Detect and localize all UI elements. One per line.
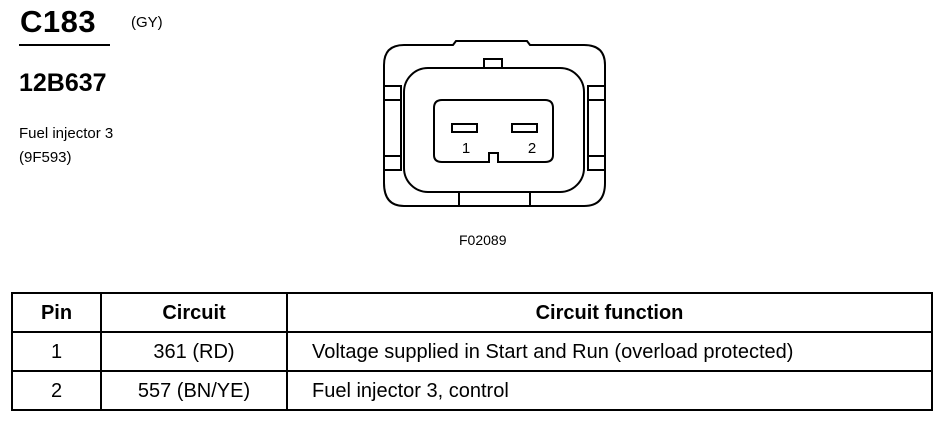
component-name: Fuel injector 3 [19, 125, 114, 142]
component-code: (9F593) [19, 149, 72, 166]
circuit-cell: 557 (BN/YE) [100, 370, 288, 411]
connector-right-guide-inner [587, 99, 606, 157]
pin-2-terminal [511, 123, 538, 133]
part-number: 12B637 [19, 69, 107, 97]
connector-pin-cavity [433, 99, 554, 163]
connector-latch-tab [483, 58, 503, 69]
circuit-cell: 361 (RD) [100, 331, 288, 372]
pin-cell: 2 [11, 370, 102, 411]
connector-outer-housing [383, 40, 606, 207]
connector-inner-housing [403, 67, 585, 193]
pin-cell: 1 [11, 331, 102, 372]
connector-left-guide-inner [383, 99, 402, 157]
circuit-column-header: Circuit [100, 292, 288, 333]
figure-id: F02089 [459, 232, 507, 248]
connector-left-guide-outer [383, 85, 402, 171]
table-row: 1 361 (RD) Voltage supplied in Start and… [11, 331, 933, 372]
table-row: 2 557 (BN/YE) Fuel injector 3, control [11, 370, 933, 411]
pin-column-header: Pin [11, 292, 102, 333]
connector-color: (GY) [131, 14, 163, 31]
function-column-header: Circuit function [286, 292, 933, 333]
connector-id-underline [19, 44, 110, 46]
connector-face-diagram: 1 2 [383, 40, 606, 207]
pin-table-header-row: Pin Circuit Circuit function [11, 292, 933, 333]
function-cell: Fuel injector 3, control [286, 370, 933, 411]
pin-table: Pin Circuit Circuit function 1 361 (RD) … [11, 292, 933, 411]
connector-id: C183 [20, 4, 97, 39]
connector-right-guide-outer [587, 85, 606, 171]
pin-1-label: 1 [462, 140, 470, 157]
pin-2-label: 2 [528, 140, 536, 157]
pin-1-terminal [451, 123, 478, 133]
function-cell: Voltage supplied in Start and Run (overl… [286, 331, 933, 372]
